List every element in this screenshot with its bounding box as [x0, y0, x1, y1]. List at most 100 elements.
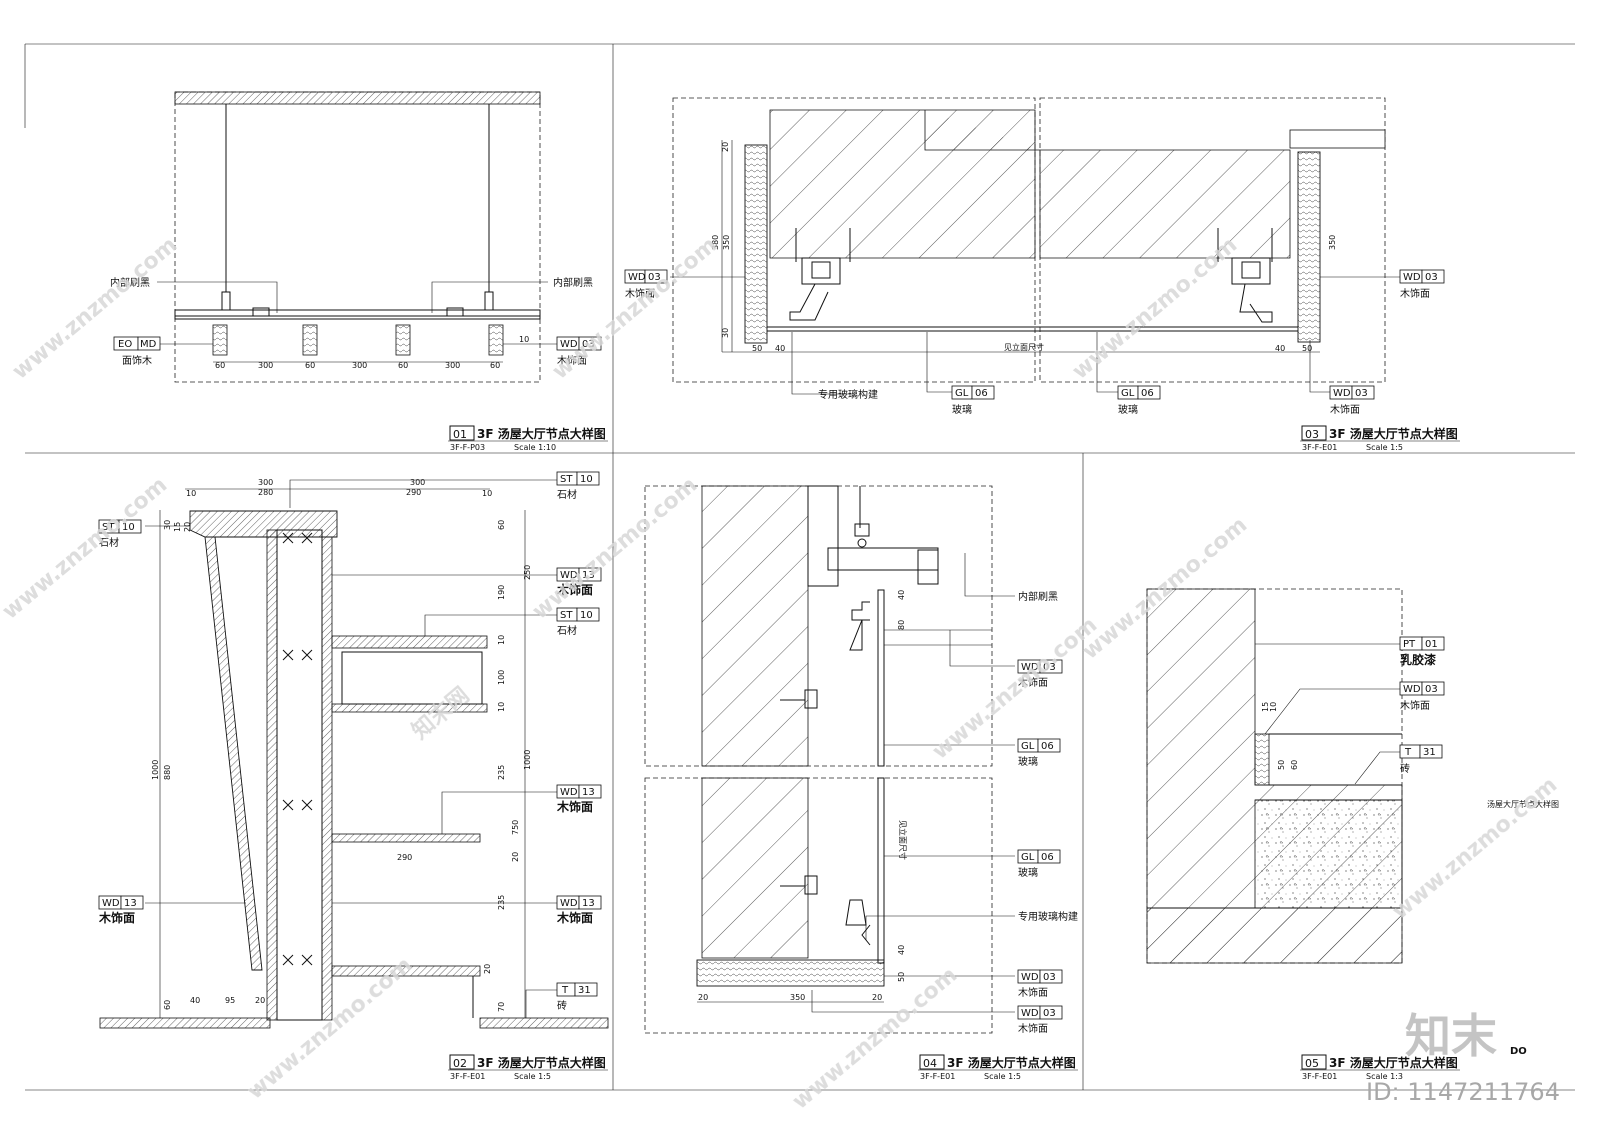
svg-text:10: 10 [122, 522, 135, 533]
material-name: 木饰面 [1400, 699, 1430, 712]
svg-text:03: 03 [582, 339, 595, 350]
dim: 60 [305, 361, 315, 370]
dim: 40 [775, 344, 785, 353]
sheet-frame [24, 43, 1575, 1091]
dim: 20 [698, 993, 708, 1002]
material-name: 玻璃 [1018, 755, 1038, 768]
watermark-text: www.znzmo.com [548, 233, 722, 385]
detail-ref: 3F-F-E01 [450, 1072, 485, 1081]
material-name: 玻璃 [1118, 403, 1138, 416]
svg-text:06: 06 [975, 388, 988, 399]
material-tag: PT 01 [1399, 636, 1445, 651]
dim: 20 [872, 993, 882, 1002]
dim: 300 [445, 361, 460, 370]
detail-ref: 3F-F-P03 [450, 443, 485, 452]
material-tag: WD 03 [1017, 1005, 1063, 1020]
svg-text:MD: MD [140, 339, 157, 350]
dim: 10 [482, 489, 492, 498]
svg-text:WD: WD [1403, 272, 1421, 283]
note-site-size: 见立面尺寸 [1004, 342, 1044, 352]
dim: 20 [183, 522, 192, 532]
dim: 190 [497, 585, 506, 600]
watermark-text: www.znzmo.com [8, 233, 182, 385]
svg-text:T: T [561, 985, 569, 996]
svg-text:ST: ST [560, 610, 573, 621]
dim: 50 [1302, 344, 1312, 353]
dim: 300 [410, 478, 425, 487]
svg-text:WD: WD [1403, 684, 1421, 695]
dim: 1000 [523, 750, 532, 770]
material-tag: ST 10 [556, 471, 600, 486]
svg-text:WD: WD [102, 898, 120, 909]
dim: 70 [497, 1002, 506, 1012]
svg-text:06: 06 [1041, 852, 1054, 863]
detail-03-labels: WD 03 木饰面 WD 03 木饰面 专用玻璃构建 GL 06 玻璃 GL 0… [624, 269, 1445, 416]
note-glass-fitting: 专用玻璃构建 [1018, 910, 1078, 923]
svg-text:ST: ST [102, 522, 115, 533]
material-name: 木饰面 [556, 910, 593, 925]
detail-04-title-block: 04 3F 汤屋大厅节点大样图 3F-F-E01 Scale 1:5 [918, 1054, 1078, 1081]
material-name: 木饰面 [1330, 403, 1360, 416]
detail-05-labels: PT 01 乳胶漆 WD 03 木饰面 T 31 砖 汤屋大厅节点大样图 [1399, 636, 1559, 809]
material-tag: ST 10 [556, 607, 600, 622]
svg-text:GL: GL [955, 388, 969, 399]
material-tag: WD 03 [1017, 969, 1063, 984]
svg-text:13: 13 [582, 570, 595, 581]
dim: 50 [1277, 760, 1286, 770]
material-name: 木饰面 [557, 354, 587, 367]
dim: 60 [1290, 760, 1299, 770]
svg-text:WD: WD [628, 272, 646, 283]
material-name: 木饰面 [556, 799, 593, 814]
svg-text:03: 03 [1043, 1008, 1056, 1019]
detail-03-title-block: 03 3F 汤屋大厅节点大样图 3F-F-E01 Scale 1:5 [1300, 425, 1460, 452]
material-tag: T 31 [1399, 744, 1443, 759]
svg-text:06: 06 [1041, 741, 1054, 752]
material-tag: GL 06 [1017, 738, 1061, 753]
svg-text:WD: WD [560, 339, 578, 350]
detail-ref: 3F-F-E01 [920, 1072, 955, 1081]
svg-text:10: 10 [580, 610, 593, 621]
detail-number: 01 [453, 428, 467, 441]
dim: 15 [173, 522, 182, 532]
material-tag: WD 03 [624, 269, 668, 284]
dim: 20 [255, 996, 265, 1005]
svg-text:ST: ST [560, 474, 573, 485]
svg-text:13: 13 [582, 787, 595, 798]
dim: 50 [752, 344, 762, 353]
svg-text:06: 06 [1141, 388, 1154, 399]
detail-02-title-block: 02 3F 汤屋大厅节点大样图 3F-F-E01 Scale 1:5 [448, 1054, 608, 1081]
dim: 40 [897, 590, 906, 600]
detail-ref: 3F-F-E01 [1302, 1072, 1337, 1081]
material-name: 玻璃 [952, 403, 972, 416]
material-name: 木饰面 [98, 910, 135, 925]
material-tag: WD 03 [556, 336, 602, 351]
dim: 60 [497, 520, 506, 530]
brand-logo: 知末 [1405, 1009, 1497, 1063]
detail-05-drawing [1146, 588, 1403, 964]
detail-title: 3F 汤屋大厅节点大样图 [477, 426, 606, 441]
dim: 60 [398, 361, 408, 370]
watermark-text: 知末网 [407, 682, 474, 744]
detail-02-dimensions: 300 280 300 290 10 10 1000 880 60 30 15 … [151, 478, 532, 1012]
dim: 10 [497, 635, 506, 645]
svg-text:10: 10 [580, 474, 593, 485]
material-name: 石材 [99, 536, 119, 549]
detail-04-dimensions: 40 80 40 50 20 350 20 见立面尺寸 [698, 590, 908, 1002]
material-name: 木饰面 [1018, 986, 1048, 999]
material-tag: EO MD [113, 336, 161, 351]
material-name: 石材 [557, 624, 577, 637]
svg-text:WD: WD [560, 898, 578, 909]
material-tag: WD 13 [556, 567, 602, 582]
detail-02-labels: ST 10 石材 ST 10 石材 WD 13 木饰面 ST 10 石材 WD … [98, 471, 602, 1012]
detail-ref: 3F-F-E01 [1302, 443, 1337, 452]
material-name: 木饰面 [556, 582, 593, 597]
dim: 380 [711, 235, 720, 250]
dim: 300 [258, 478, 273, 487]
dim: 60 [490, 361, 500, 370]
detail-scale: Scale 1:5 [984, 1072, 1021, 1081]
dim: 880 [163, 765, 172, 780]
material-tag: WD 03 [1399, 269, 1445, 284]
dim: 40 [1275, 344, 1285, 353]
detail-05-title-block: 05 3F 汤屋大厅节点大样图 3F-F-E01 Scale 1:3 [1300, 1054, 1460, 1081]
svg-text:WD: WD [1021, 972, 1039, 983]
